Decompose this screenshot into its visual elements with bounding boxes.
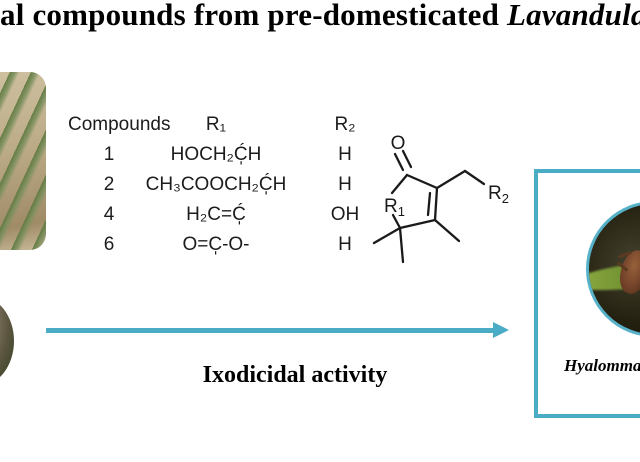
table-row: 4 H₂C=Ć̩ OH xyxy=(68,200,378,230)
table-row: 6 O=C̩-O- H xyxy=(68,230,378,260)
header-r2: R₂ xyxy=(334,114,356,135)
compound-table: Compounds R₁ R₂ 1 HOCH₂Ć̩H H 2 CH₃COOCH₂… xyxy=(68,110,378,260)
compound-number: 6 xyxy=(103,234,115,255)
r1-label: R1 xyxy=(384,196,405,219)
structure-bonds xyxy=(372,149,486,264)
header-r1: R₁ xyxy=(205,114,227,135)
activity-label: Ixodicidal activity xyxy=(202,362,388,388)
table-row: 2 CH₃COOCH₂Ć̩H H xyxy=(68,170,378,200)
compound-r2-group: H xyxy=(338,174,352,195)
compound-r2-group: H xyxy=(338,234,352,255)
table-header-row: Compounds R₁ R₂ xyxy=(68,110,378,140)
r2-label: R2 xyxy=(488,183,509,206)
lavender-field-photo xyxy=(0,72,46,250)
right-arrow-head-icon xyxy=(493,322,509,338)
compound-number: 1 xyxy=(103,144,115,165)
compound-number: 4 xyxy=(103,204,115,225)
title-text: al compounds from pre-domesticated xyxy=(0,0,507,32)
right-arrow-shaft xyxy=(46,328,496,333)
carbonyl-o-label: O xyxy=(391,133,406,154)
header-compounds: Compounds xyxy=(68,114,171,135)
compound-r2-group: H xyxy=(338,144,352,165)
table-row: 1 HOCH₂Ć̩H H xyxy=(68,140,378,170)
lavender-plant-photo xyxy=(0,296,14,386)
compound-r2-group: OH xyxy=(330,204,360,225)
cyclopentenone-structure: O R1 R2 xyxy=(372,133,509,264)
compound-r1-group: HOCH₂Ć̩H xyxy=(170,144,262,165)
title-species-name: Lavandula xyxy=(507,0,640,32)
page-title: al compounds from pre-domesticated Lavan… xyxy=(0,0,640,35)
tick-species-caption: Hyalomma xyxy=(564,356,640,375)
compound-r1-group: O=C̩-O- xyxy=(182,234,250,255)
compound-r1-group: CH₃COOCH₂Ć̩H xyxy=(145,174,287,195)
compound-r1-group: H₂C=Ć̩ xyxy=(186,204,246,225)
compound-number: 2 xyxy=(103,174,115,195)
